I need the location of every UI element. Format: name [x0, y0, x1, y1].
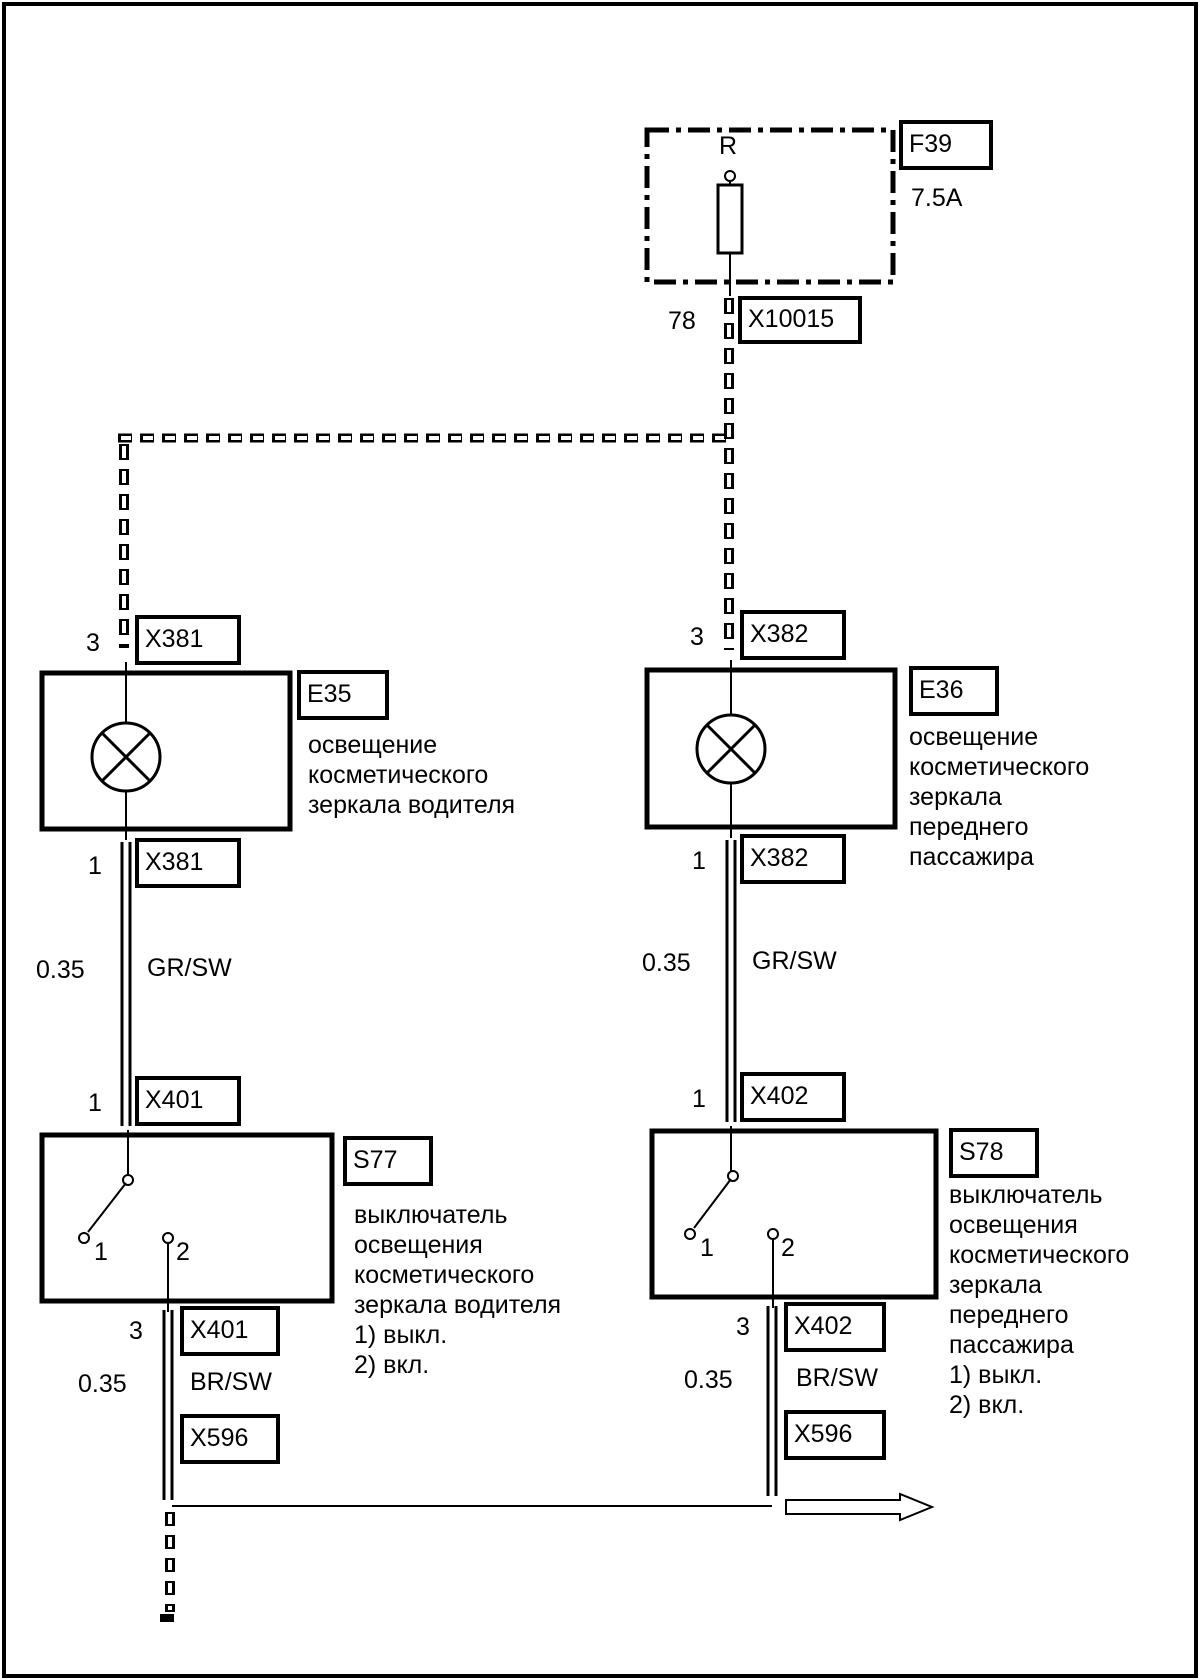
switch-blade-left — [87, 1182, 127, 1233]
switch-left-desc-line: косметического — [354, 1261, 535, 1289]
switch-left-pos1: 1 — [94, 1238, 108, 1266]
wire1-right-gauge: 0.35 — [642, 949, 691, 977]
switch-right-pos1: 1 — [700, 1234, 714, 1262]
lamp-icon-right-x2 — [705, 723, 757, 775]
lamp-module-right — [644, 667, 898, 830]
switch-right-bottom-connector: X402 — [784, 1302, 886, 1352]
lamp-left-bottom-pin: 1 — [88, 852, 102, 880]
switch-left-bottom-connector: X401 — [180, 1306, 280, 1356]
switch-right-bottom-pin: 3 — [736, 1313, 750, 1341]
switch-right-id-box: S78 — [949, 1128, 1039, 1178]
wire2-right-gauge: 0.35 — [684, 1366, 733, 1394]
lamp-right-id-box: E36 — [909, 666, 999, 716]
arrow-right-icon — [785, 1492, 935, 1522]
switch-pivot-right — [727, 1170, 739, 1182]
switch-contact-1-left — [78, 1232, 90, 1244]
switch-left-top-connector: X401 — [135, 1076, 241, 1126]
lamp-left-bottom-connector: X381 — [135, 838, 241, 888]
switch-right-desc-line: зеркала — [949, 1271, 1042, 1299]
wire1-right-color: GR/SW — [752, 947, 837, 975]
lamp-right-desc-line: освещение — [909, 723, 1039, 751]
connector-top-pin: 78 — [668, 307, 696, 335]
lamp-left-description: освещение косметического зеркала водител… — [308, 730, 515, 820]
lamp-right-desc-line: переднего — [909, 813, 1029, 841]
switch-right-desc-line: 1) выкл. — [949, 1361, 1043, 1389]
switch-module-left — [39, 1132, 335, 1304]
switch-contact-1-right — [684, 1228, 696, 1240]
wire1-left-color: GR/SW — [147, 954, 232, 982]
switch-contact-2-left — [162, 1232, 174, 1244]
lamp-left-desc-line: освещение — [308, 731, 438, 759]
fuse-housing — [644, 127, 896, 285]
switch-right-top-pin: 1 — [692, 1085, 706, 1113]
fuse-icon — [716, 183, 744, 255]
switch-left-desc-line: зеркала водителя — [354, 1291, 562, 1319]
switch-left-desc-line: освещения — [354, 1231, 483, 1259]
lamp-left-top-pin: 3 — [86, 629, 100, 657]
switch-left-desc-line: выключатель — [354, 1201, 508, 1229]
switch-contact-2-right — [767, 1228, 779, 1240]
lamp-left-id-box: E35 — [297, 670, 389, 720]
lamp-right-bottom-connector: X382 — [740, 834, 846, 884]
switch-left-top-pin: 1 — [88, 1089, 102, 1117]
fuse-rating: 7.5A — [911, 184, 963, 212]
switch-module-right — [649, 1128, 939, 1300]
switch-left-bottom-pin: 3 — [129, 1317, 143, 1345]
ground-right-connector: X596 — [784, 1410, 886, 1460]
lamp-module-left — [39, 670, 293, 832]
lamp-right-desc-line: пассажира — [909, 843, 1034, 871]
lamp-right-top-pin: 3 — [690, 623, 704, 651]
switch-right-desc-line: освещения — [949, 1211, 1078, 1239]
ground-left-connector: X596 — [180, 1414, 280, 1464]
lamp-right-description: освещение косметического зеркала передне… — [909, 722, 1089, 872]
lamp-left-desc-line: зеркала водителя — [308, 791, 516, 819]
lamp-right-top-connector: X382 — [740, 610, 846, 660]
lamp-right-desc-line: косметического — [909, 753, 1090, 781]
switch-right-desc-line: переднего — [949, 1301, 1069, 1329]
switch-blade-right — [693, 1178, 732, 1229]
switch-left-pos2: 2 — [176, 1238, 190, 1266]
lamp-right-bottom-pin: 1 — [692, 847, 706, 875]
switch-right-desc-line: косметического — [949, 1241, 1130, 1269]
lamp-left-desc-line: косметического — [308, 761, 489, 789]
lamp-right-desc-line: зеркала — [909, 783, 1002, 811]
switch-left-id-box: S77 — [343, 1136, 433, 1186]
switch-right-desc-line: пассажира — [949, 1331, 1074, 1359]
switch-pivot-left — [122, 1174, 134, 1186]
switch-left-desc-line: 2) вкл. — [354, 1351, 430, 1379]
switch-right-desc-line: выключатель — [949, 1181, 1103, 1209]
lamp-icon-left-x2 — [100, 731, 152, 783]
wire2-right-color: BR/SW — [796, 1364, 878, 1392]
wire2-left-color: BR/SW — [190, 1368, 272, 1396]
switch-left-description: выключатель освещения косметического зер… — [354, 1200, 561, 1380]
wire2-left-gauge: 0.35 — [78, 1370, 127, 1398]
connector-top-box: X10015 — [738, 296, 862, 344]
switch-right-desc-line: 2) вкл. — [949, 1391, 1025, 1419]
fuse-cap — [724, 170, 736, 182]
switch-right-pos2: 2 — [781, 1234, 795, 1262]
wire1-left-gauge: 0.35 — [36, 956, 85, 984]
switch-right-description: выключатель освещения косметического зер… — [949, 1180, 1129, 1420]
fuse-letter: R — [719, 132, 738, 160]
ground-terminal-icon — [160, 1614, 174, 1622]
switch-left-desc-line: 1) выкл. — [354, 1321, 448, 1349]
switch-right-top-connector: X402 — [740, 1072, 846, 1122]
lamp-left-top-connector: X381 — [135, 615, 241, 665]
fuse-id-box: F39 — [899, 120, 993, 170]
